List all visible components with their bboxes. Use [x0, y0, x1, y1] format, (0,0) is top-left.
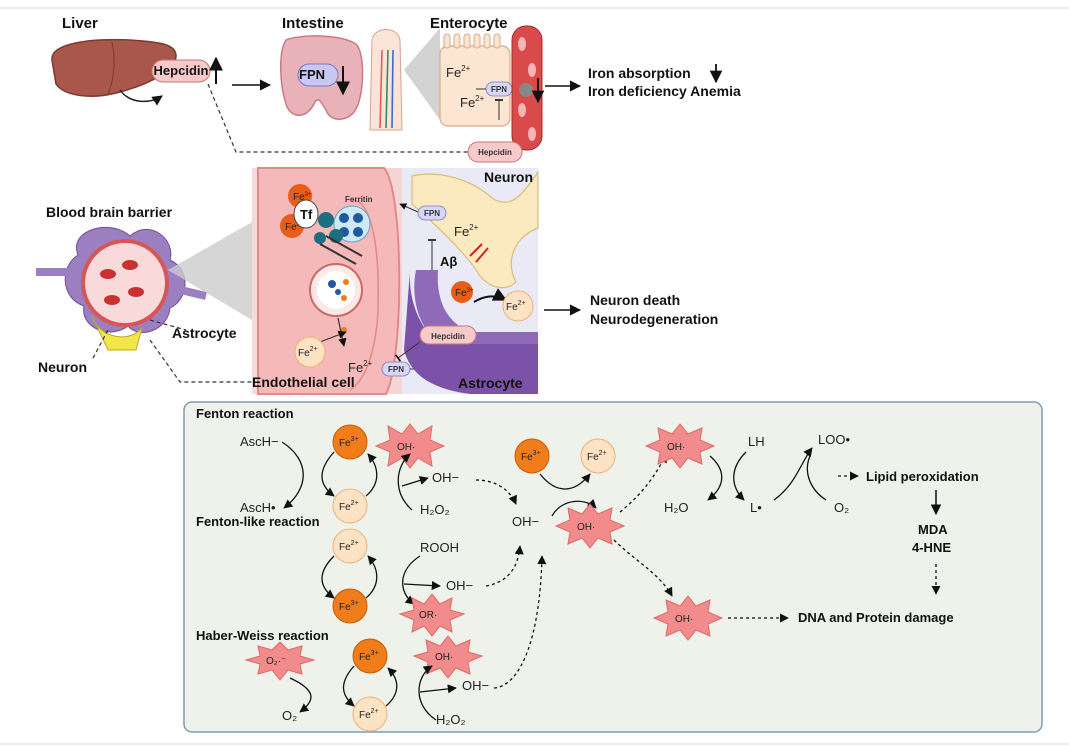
- center-oh-minus: OH−: [512, 514, 539, 529]
- fl-rooh: ROOH: [420, 540, 459, 555]
- abeta-fe3: Fe3+: [455, 288, 474, 299]
- hw-fe3: Fe3+: [359, 650, 379, 663]
- hepcidin-top-label: Hepcidin: [154, 63, 209, 78]
- iron-deficiency-label: Iron deficiency Anemia: [588, 83, 741, 99]
- tf-label: Tf: [300, 207, 313, 222]
- enterocyte-label: Enterocyte: [430, 15, 508, 32]
- fl-fe2: Fe2+: [339, 540, 359, 553]
- neuron-fe2-b: Fe2+: [506, 300, 526, 313]
- lipid-peroxidation-label: Lipid peroxidation: [866, 469, 979, 484]
- lipid-oh-rad: OH·: [667, 442, 685, 453]
- intestine-label: Intestine: [282, 15, 344, 32]
- neurodegeneration-label: Neurodegeneration: [590, 311, 718, 327]
- fenton-title: Fenton reaction: [196, 406, 294, 421]
- neuron-inset-label: Neuron: [484, 169, 533, 185]
- enterocyte-fe2-b: Fe2+: [460, 94, 485, 110]
- lipid-loo: LOO•: [818, 432, 850, 447]
- hw-fe2: Fe2+: [359, 708, 379, 721]
- fenton-like-title: Fenton-like reaction: [196, 514, 320, 529]
- neuron-fe2-a: Fe2+: [454, 223, 479, 239]
- neuron-death-label: Neuron death: [590, 292, 680, 308]
- dna-oh-rad: OH·: [675, 614, 693, 625]
- enterocyte-fe2-a: Fe2+: [446, 64, 471, 80]
- hw-h2o2: H₂O₂: [436, 712, 466, 727]
- fl-fe3: Fe3+: [339, 600, 359, 613]
- lipid-lh: LH: [748, 434, 765, 449]
- hepcidin-astro-label: Hepcidin: [431, 332, 465, 341]
- bbb-label: Blood brain barrier: [46, 204, 173, 220]
- lipid-h2o: H₂O: [664, 500, 689, 515]
- bbb-vessel: [36, 226, 207, 351]
- lipid-l-dot: L•: [750, 500, 762, 515]
- fenton-fe3: Fe3+: [339, 436, 359, 449]
- fl-oh-minus: OH−: [446, 578, 473, 593]
- abeta-label: Aβ: [440, 254, 457, 269]
- fenton-oh-rad: OH·: [397, 442, 415, 453]
- iron-absorption-label: Iron absorption: [588, 65, 691, 81]
- hw-oh-rad: OH·: [435, 652, 453, 663]
- tf-fe3-a: Fe3+: [293, 192, 312, 203]
- fpn-enterocyte-label: FPN: [491, 85, 507, 94]
- dna-damage-label: DNA and Protein damage: [798, 610, 954, 625]
- fenton-asch-minus: AscH−: [240, 434, 279, 449]
- hw-oh-minus: OH−: [462, 678, 489, 693]
- fenton-asch-dot: AscH•: [240, 500, 276, 515]
- fpn-endo-label: FPN: [388, 365, 404, 374]
- endothelial-label: Endothelial cell: [252, 374, 355, 390]
- center-oh-rad: OH·: [577, 522, 595, 533]
- hepcidin-bottom-label: Hepcidin: [478, 148, 512, 157]
- neuron-left-label: Neuron: [38, 359, 87, 375]
- lipid-o2: O₂: [834, 500, 849, 515]
- haber-weiss-title: Haber-Weiss reaction: [196, 628, 329, 643]
- endo-fe2-a: Fe2+: [298, 346, 318, 359]
- fpn-neuron-label: FPN: [424, 209, 440, 218]
- astrocyte-inset-label: Astrocyte: [458, 375, 523, 391]
- ferritin-label: Ferritin: [345, 195, 373, 204]
- fpn-intestine-label: FPN: [299, 67, 325, 82]
- fenton-fe2: Fe2+: [339, 500, 359, 513]
- hw-o2: O₂: [282, 708, 297, 723]
- hne-label: 4-HNE: [912, 540, 951, 555]
- endo-fe2-b: Fe2+: [348, 359, 373, 375]
- center-fe3: Fe3+: [521, 450, 541, 463]
- astrocyte-left-label: Astrocyte: [172, 325, 237, 341]
- fl-or-rad: OR·: [419, 610, 437, 621]
- liver-label: Liver: [62, 15, 98, 32]
- fenton-h2o2: H₂O₂: [420, 502, 450, 517]
- mda-label: MDA: [918, 522, 948, 537]
- center-fe2: Fe2+: [587, 450, 607, 463]
- fenton-oh-minus: OH−: [432, 470, 459, 485]
- hw-o2-rad: O₂·⁻: [266, 656, 286, 667]
